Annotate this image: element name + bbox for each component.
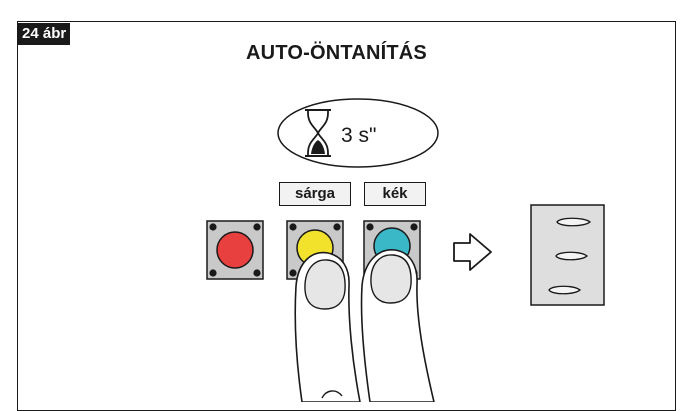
timer-text: 3 s" — [341, 124, 377, 147]
red-button[interactable] — [206, 220, 264, 280]
title-text: AUTO-ÖNTANÍTÁS — [246, 42, 427, 64]
finger-left — [294, 251, 361, 402]
yellow-button-label: sárga — [279, 182, 351, 206]
figure-label: 24 ábr — [18, 23, 71, 45]
page-title: AUTO-ÖNTANÍTÁS — [0, 42, 695, 65]
right-arrow-icon — [453, 233, 492, 271]
blue-button-label: kék — [364, 182, 426, 206]
hourglass-icon — [305, 109, 331, 157]
receiver-panel-icon — [530, 204, 605, 306]
finger-right — [360, 249, 435, 402]
illustration — [206, 98, 605, 402]
